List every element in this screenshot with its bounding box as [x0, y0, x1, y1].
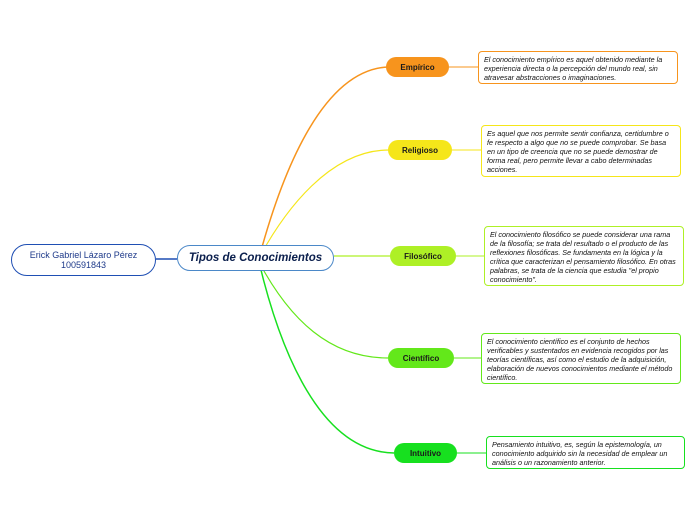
description-cientifico: El conocimiento científico es el conjunt… [481, 333, 681, 384]
description-religioso: Es aquel que nos permite sentir confianz… [481, 125, 681, 177]
description-text: El conocimiento científico es el conjunt… [487, 337, 673, 382]
author-name: Erick Gabriel Lázaro Pérez [29, 250, 138, 260]
connector-religioso [258, 149, 390, 259]
description-text: El conocimiento filosófico se puede cons… [490, 230, 676, 284]
topic-filosofico[interactable]: Filosófico [390, 246, 456, 266]
topic-label: Empírico [400, 62, 435, 72]
description-filosofico: El conocimiento filosófico se puede cons… [484, 226, 684, 286]
topic-religioso[interactable]: Religioso [388, 140, 452, 160]
topic-label: Científico [402, 353, 440, 363]
topic-intuitivo[interactable]: Intuitivo [394, 443, 457, 463]
description-text: Pensamiento intuitivo, es, según la epis… [492, 440, 668, 467]
topic-empirico[interactable]: Empírico [386, 57, 449, 77]
central-title: Tipos de Conocimientos [188, 252, 323, 264]
description-intuitivo: Pensamiento intuitivo, es, según la epis… [486, 436, 685, 469]
topic-label: Filosófico [404, 251, 442, 261]
description-text: El conocimiento empírico es aquel obteni… [484, 55, 663, 82]
author-id: 100591843 [60, 260, 107, 270]
connector-intuitivo [258, 261, 395, 454]
description-text: Es aquel que nos permite sentir confianz… [487, 129, 669, 174]
connector-empirico [258, 66, 389, 259]
topic-label: Intuitivo [409, 448, 442, 458]
topic-cientifico[interactable]: Científico [388, 348, 454, 368]
author-node[interactable]: Erick Gabriel Lázaro Pérez 100591843 [11, 244, 156, 276]
description-empirico: El conocimiento empírico es aquel obteni… [478, 51, 678, 84]
topic-label: Religioso [401, 145, 438, 155]
central-topic[interactable]: Tipos de Conocimientos [177, 245, 334, 271]
connector-cientifico [258, 261, 389, 359]
